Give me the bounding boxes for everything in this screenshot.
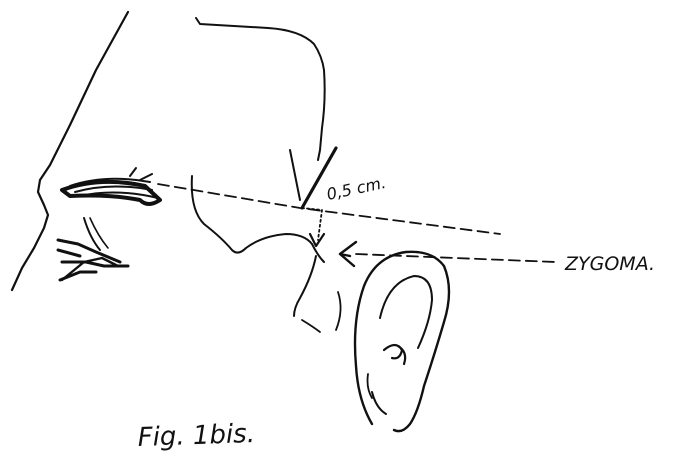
cheek-crease [336, 292, 341, 330]
ear-lobe [372, 392, 386, 414]
measurement-dotted-line [302, 208, 322, 240]
ear-antihelix [368, 374, 373, 398]
temple-inner-curve [290, 150, 300, 200]
chin-crease [302, 320, 320, 332]
eyelid-crease [90, 218, 108, 248]
ear-inner [380, 276, 432, 348]
face-profile-line [12, 12, 128, 290]
arrow-left [340, 242, 356, 266]
ear-outer [355, 252, 449, 431]
figure-caption: Fig. 1bis. [137, 419, 255, 453]
ear-tragus [384, 345, 405, 364]
zygoma-label: ZYGOMA. [564, 253, 655, 275]
temple-contour [196, 18, 325, 160]
measurement-label: 0,5 cm. [325, 173, 388, 204]
cheek-contour [192, 176, 324, 262]
jaw-line [294, 256, 316, 316]
